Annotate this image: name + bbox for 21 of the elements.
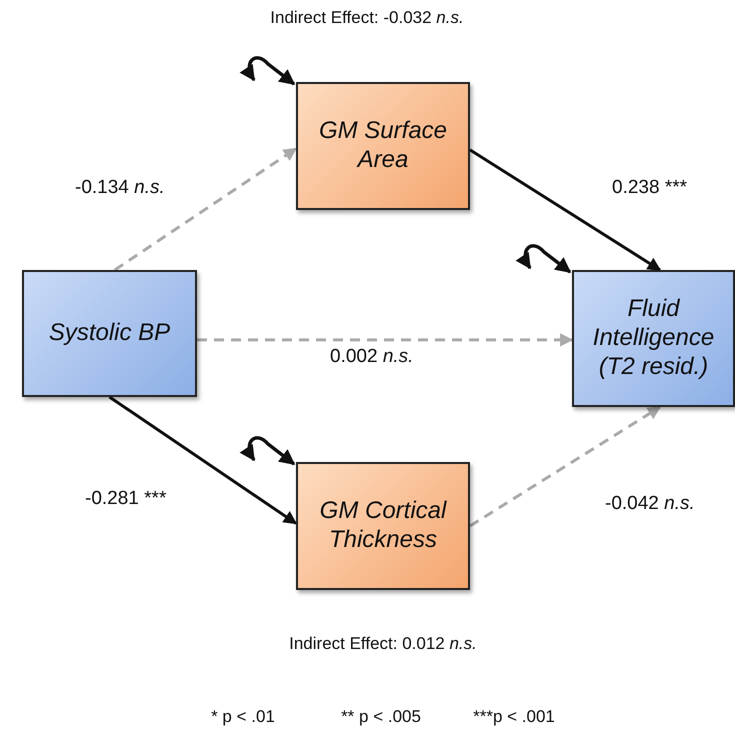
variable-box	[572, 270, 735, 407]
significance-note: * p < .01	[211, 707, 275, 727]
node-text: Systolic BP	[48, 319, 170, 348]
variable-box	[296, 82, 470, 210]
path-arrow	[469, 148, 662, 272]
path-arrow	[469, 406, 662, 528]
indirect-effect-note: Indirect Effect: -0.032 n.s.	[270, 8, 464, 28]
residual-arrow	[516, 244, 572, 274]
path-arrow	[197, 333, 574, 347]
indirect-effect-note: Indirect Effect: 0.012 n.s.	[289, 634, 477, 654]
variable-box	[22, 270, 197, 397]
significance-note: ***p < .001	[473, 707, 555, 727]
residual-arrow	[240, 436, 296, 466]
significance-note: ** p < .005	[341, 707, 421, 727]
node-text: GM Cortical Thickness	[318, 497, 448, 555]
residual-arrow	[240, 56, 296, 86]
variable-box	[296, 462, 470, 590]
node-text: Fluid Intelligence (T2 resid.)	[592, 295, 716, 382]
path-arrow	[114, 147, 298, 272]
path-arrow	[108, 396, 298, 525]
node-text: GM Surface Area	[318, 117, 448, 175]
